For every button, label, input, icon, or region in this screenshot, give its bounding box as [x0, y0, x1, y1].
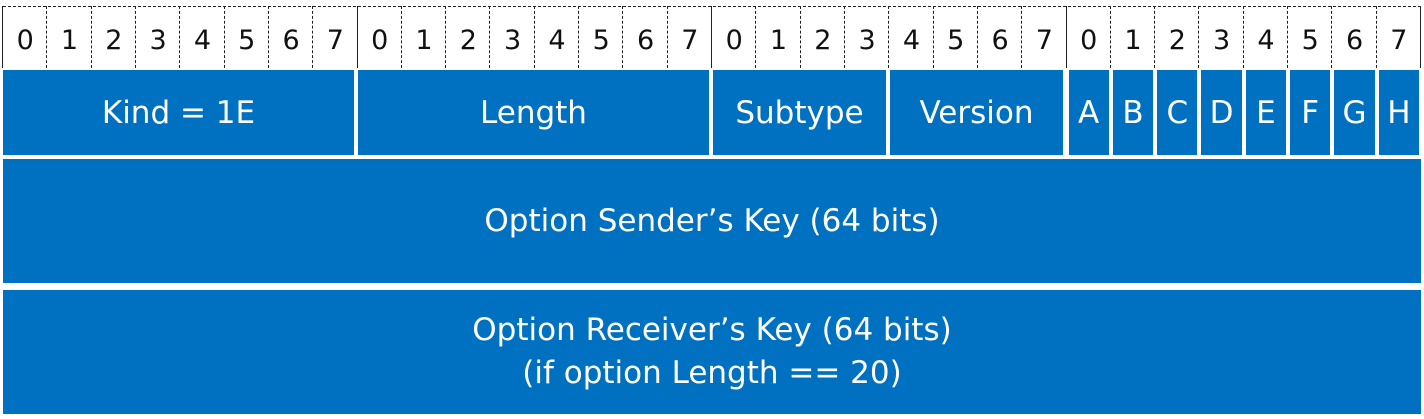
bit-number: 0 [725, 25, 743, 56]
bit-number: 7 [326, 25, 344, 56]
bit-number: 0 [16, 25, 34, 56]
version-label: Version [919, 94, 1034, 131]
bit-tick [843, 6, 845, 68]
bit-tick [578, 6, 580, 68]
bit-tick [932, 6, 934, 68]
bit-number: 6 [991, 25, 1009, 56]
bit-tick [90, 6, 92, 68]
bit-tick [1198, 6, 1200, 68]
bit-tick [622, 6, 624, 68]
bit-tick [1420, 6, 1421, 68]
bit-tick [799, 6, 801, 68]
flag-d-field: D [1201, 70, 1242, 155]
bit-tick [223, 6, 225, 68]
bit-tick [976, 6, 978, 68]
flag-g-field: G [1334, 70, 1375, 155]
flag-h-field: H [1378, 70, 1419, 155]
bit-tick [489, 6, 491, 68]
length-label: Length [480, 94, 587, 131]
bit-number: 2 [459, 25, 477, 56]
flag-b-field: B [1112, 70, 1154, 155]
bit-number: 3 [149, 25, 167, 56]
bit-number: 1 [1124, 25, 1142, 56]
bit-tick [1065, 6, 1067, 68]
bit-tick [1109, 6, 1111, 68]
bit-number: 3 [858, 25, 876, 56]
bit-number: 7 [1035, 25, 1053, 56]
bit-number: 1 [769, 25, 788, 56]
flag-c-field: C [1157, 70, 1198, 155]
bit-tick [312, 6, 314, 68]
kind-label: Kind = 1E [101, 94, 256, 131]
bit-number: 6 [1345, 25, 1364, 56]
bit-number: 0 [371, 25, 389, 56]
bit-tick [888, 6, 890, 68]
bit-number: 2 [1168, 25, 1186, 56]
receiver-key-condition: (if option Length == 20) [522, 355, 902, 391]
bit-tick [1242, 6, 1244, 68]
bit-number: 3 [1213, 25, 1231, 56]
bit-tick [400, 6, 402, 68]
receiver-key-field: Option Receiver’s Key (64 bits) (if opti… [3, 290, 1421, 414]
bit-tick [533, 6, 535, 68]
bit-tick [179, 6, 181, 68]
bit-number: 2 [105, 25, 123, 56]
bit-number: 6 [282, 25, 300, 56]
flag-e-field: E [1245, 70, 1287, 155]
bit-number: 5 [592, 25, 610, 56]
bit-number: 4 [1257, 25, 1275, 56]
bit-number: 4 [902, 25, 920, 56]
bit-number: 4 [548, 25, 566, 56]
bit-number: 1 [415, 25, 433, 56]
bit-tick [445, 6, 447, 68]
bit-tick [1331, 6, 1333, 68]
bit-tick [1021, 6, 1023, 68]
bit-number: 6 [636, 25, 655, 56]
bit-tick [267, 6, 269, 68]
flag-f-field: F [1290, 70, 1331, 155]
sender-key-label: Option Sender’s Key (64 bits) [484, 203, 940, 239]
bit-number: 5 [238, 25, 256, 56]
bit-number: 2 [814, 25, 832, 56]
bit-tick [2, 6, 3, 68]
bit-number: 0 [1080, 25, 1098, 56]
subtype-label: Subtype [735, 94, 864, 131]
bit-tick [666, 6, 668, 68]
bit-number: 7 [681, 25, 699, 56]
bit-tick [755, 6, 757, 68]
bit-tick [356, 6, 358, 68]
bit-number: 5 [947, 25, 965, 56]
bit-number: 1 [60, 25, 79, 56]
length-field: Length [358, 70, 709, 155]
sender-key-field: Option Sender’s Key (64 bits) [3, 159, 1421, 283]
subtype-field: Subtype [713, 70, 886, 155]
bit-number: 7 [1390, 25, 1408, 56]
bit-tick [46, 6, 48, 68]
receiver-key-label: Option Receiver’s Key (64 bits) [472, 312, 952, 348]
bit-tick [1375, 6, 1377, 68]
bit-number: 4 [193, 25, 211, 56]
flag-a-field: A [1068, 70, 1109, 155]
bit-tick [711, 6, 712, 68]
kind-field: Kind = 1E [3, 70, 354, 155]
bit-tick [134, 6, 136, 68]
ruler-top-line [3, 6, 1421, 7]
bit-tick [1154, 6, 1156, 68]
bit-number: 5 [1301, 25, 1319, 56]
version-field: Version [890, 70, 1063, 155]
bit-number: 3 [504, 25, 522, 56]
bit-tick [1287, 6, 1289, 68]
